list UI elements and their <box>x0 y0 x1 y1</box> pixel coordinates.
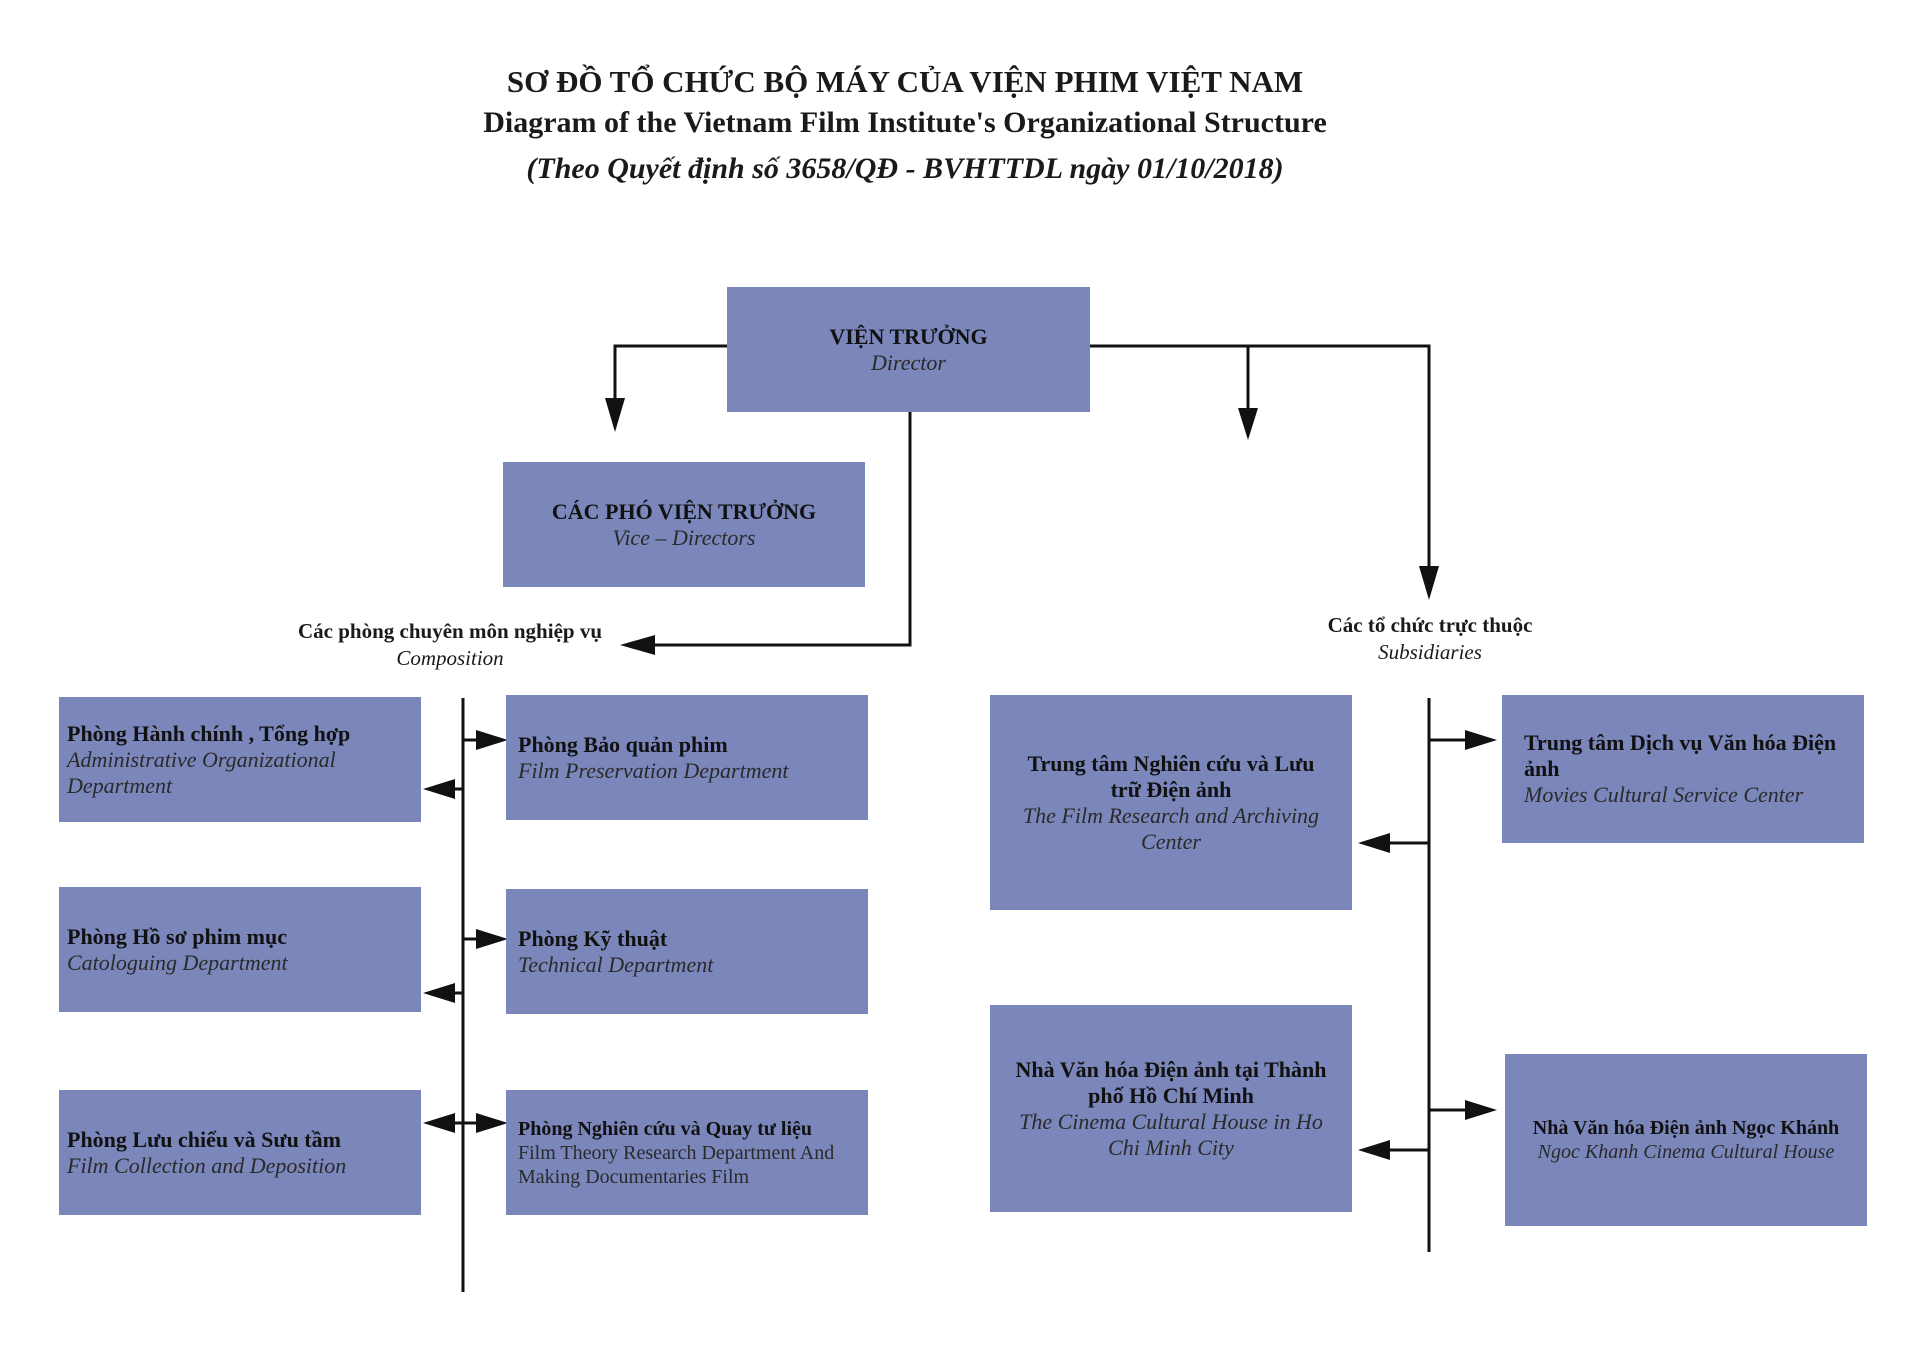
connector-director-vice <box>613 344 728 428</box>
department-name-en: Film Theory Research Department And Maki… <box>518 1141 835 1188</box>
department-name-en: Administrative Organizational Department <box>67 746 336 798</box>
subsidiary-name-vn: Nhà Văn hóa Điện ảnh tại Thành phố Hồ Ch… <box>1015 1056 1327 1108</box>
composition-label-en: Composition <box>396 646 504 670</box>
composition-label: Các phòng chuyên môn nghiệp vụ Compositi… <box>250 618 650 672</box>
department-name-vn: Phòng Lưu chiểu và Sưu tầm <box>67 1126 341 1152</box>
subsidiary-name-vn: Trung tâm Nghiên cứu và Lưu trữ Điện ảnh <box>1027 750 1315 802</box>
director-subtitle: Director <box>871 349 946 375</box>
subsidiaries-label-en: Subsidiaries <box>1378 640 1482 664</box>
subsidiary-box-ngoc-khanh: Nhà Văn hóa Điện ảnh Ngọc Khánh Ngoc Kha… <box>1505 1054 1867 1226</box>
decision-reference: (Theo Quyết định số 3658/QĐ - BVHTTDL ng… <box>526 152 1284 185</box>
subsidiary-box-service-center: Trung tâm Dịch vụ Văn hóa Điện ảnh Movie… <box>1502 695 1864 843</box>
department-name-vn: Phòng Bảo quản phim <box>518 731 728 757</box>
composition-label-vn: Các phòng chuyên môn nghiệp vụ <box>298 619 602 643</box>
department-name-vn: Phòng Hành chính , Tổng hợp <box>67 720 351 746</box>
vice-directors-subtitle: Vice – Directors <box>612 524 756 550</box>
subsidiary-name-vn: Trung tâm Dịch vụ Văn hóa Điện ảnh <box>1524 730 1837 781</box>
subsidiaries-label-vn: Các tổ chức trực thuộc <box>1327 613 1533 637</box>
diagram-title-en: Diagram of the Vietnam Film Institute's … <box>483 106 1327 139</box>
subsidiary-box-research-archive: Trung tâm Nghiên cứu và Lưu trữ Điện ảnh… <box>990 695 1352 910</box>
department-name-en: Technical Department <box>518 951 714 977</box>
department-box-cataloguing: Phòng Hồ sơ phim mục Catologuing Departm… <box>59 887 421 1012</box>
department-name-en: Catologuing Department <box>67 949 288 975</box>
department-name-vn: Phòng Nghiên cứu và Quay tư liệu <box>518 1117 813 1140</box>
subsidiary-name-vn: Nhà Văn hóa Điện ảnh Ngọc Khánh <box>1532 1117 1840 1139</box>
department-box-research: Phòng Nghiên cứu và Quay tư liệu Film Th… <box>506 1090 868 1215</box>
department-name-vn: Phòng Hồ sơ phim mục <box>67 923 287 949</box>
department-name-vn: Phòng Kỹ thuật <box>518 925 668 951</box>
department-box-collection: Phòng Lưu chiểu và Sưu tầm Film Collecti… <box>59 1090 421 1215</box>
subsidiary-name-en: The Film Research and Archiving Center <box>1022 802 1320 854</box>
subsidiary-name-en: Movies Cultural Service Center <box>1524 782 1804 807</box>
department-box-technical: Phòng Kỹ thuật Technical Department <box>506 889 868 1014</box>
subsidiary-name-en: The Cinema Cultural House in Ho Chi Minh… <box>1019 1108 1323 1160</box>
diagram-title-vn: SƠ ĐỒ TỔ CHỨC BỘ MÁY CỦA VIỆN PHIM VIỆT … <box>506 64 1304 99</box>
subsidiaries-label: Các tổ chức trực thuộc Subsidiaries <box>1255 612 1605 666</box>
director-title: VIỆN TRƯỞNG <box>829 323 988 349</box>
department-box-preservation: Phòng Bảo quản phim Film Preservation De… <box>506 695 868 820</box>
subsidiary-box-hcmc-house: Nhà Văn hóa Điện ảnh tại Thành phố Hồ Ch… <box>990 1005 1352 1212</box>
department-name-en: Film Preservation Department <box>518 757 789 783</box>
vice-directors-title: CÁC PHÓ VIỆN TRƯỞNG <box>551 498 817 524</box>
vice-directors-box: CÁC PHÓ VIỆN TRƯỞNG Vice – Directors <box>503 462 865 587</box>
department-name-en: Film Collection and Deposition <box>67 1152 347 1178</box>
department-box-admin: Phòng Hành chính , Tổng hợp Administrati… <box>59 697 421 822</box>
director-box: VIỆN TRƯỞNG Director <box>727 287 1090 412</box>
subsidiary-name-en: Ngoc Khanh Cinema Cultural House <box>1537 1141 1835 1163</box>
